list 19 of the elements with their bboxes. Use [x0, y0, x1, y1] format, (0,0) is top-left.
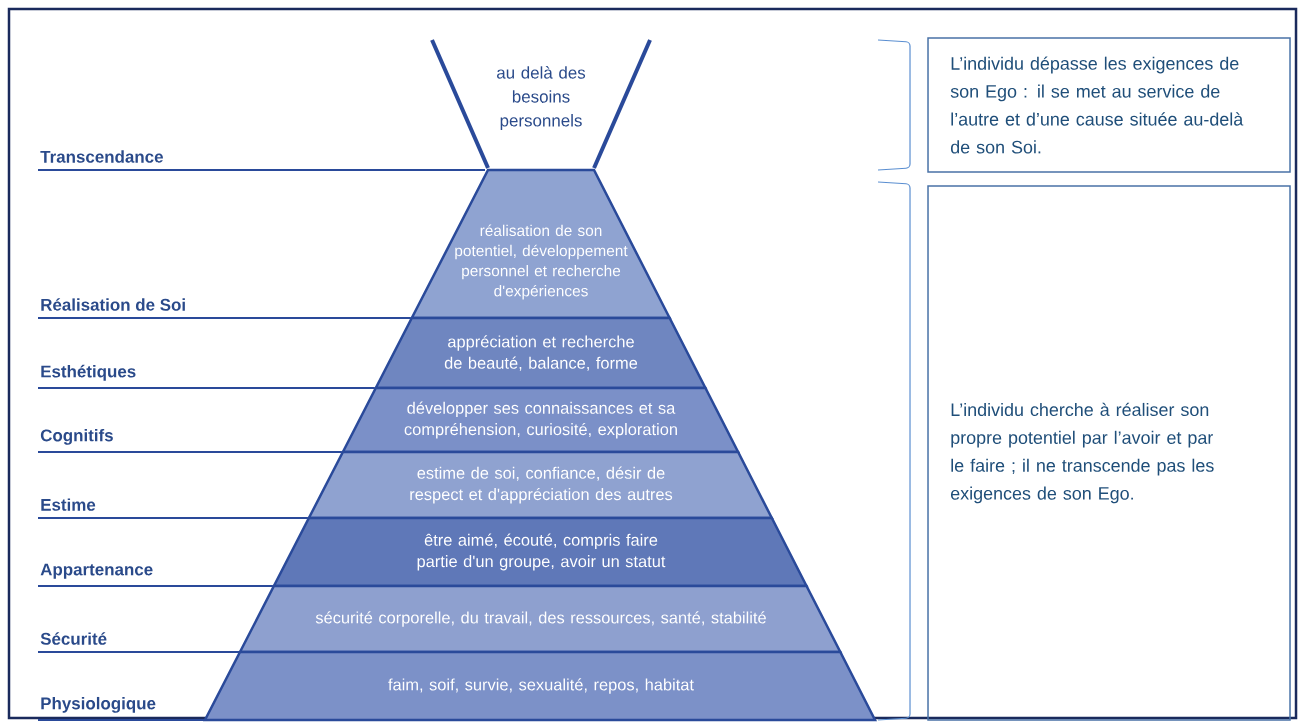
- level-label: Cognitifs: [40, 428, 113, 445]
- level-label: Physiologique: [41, 696, 156, 713]
- underline-rule: [37, 451, 343, 453]
- level-label: Sécurité: [40, 632, 107, 645]
- underline-rule: [37, 387, 376, 389]
- funnel-top: au delà des besoins personnels: [430, 39, 652, 169]
- underline-rule: [37, 317, 412, 319]
- underline-rule: [37, 517, 309, 519]
- description-box: L’individu dépasse les exigences de son Ego : il se met au service de l’autre et d’une cause située au-delà de son Soi.: [927, 37, 1291, 173]
- underline-rule: [37, 585, 274, 587]
- underline-rule: [37, 719, 205, 721]
- underline-rule: [37, 169, 486, 171]
- level-label: Transcendance: [40, 150, 163, 163]
- level-label: Appartenance: [40, 563, 153, 579]
- underline-rule: [37, 651, 240, 653]
- level-label: Réalisation de Soi: [41, 298, 185, 311]
- description-box: L’individu cherche à réaliser son propre potentiel par l’avoir et par le faire ; il ne transcende pas les exigences de son Ego.: [927, 185, 1291, 721]
- level-label: Esthétiques: [41, 364, 136, 381]
- level-label: Estime: [41, 498, 96, 511]
